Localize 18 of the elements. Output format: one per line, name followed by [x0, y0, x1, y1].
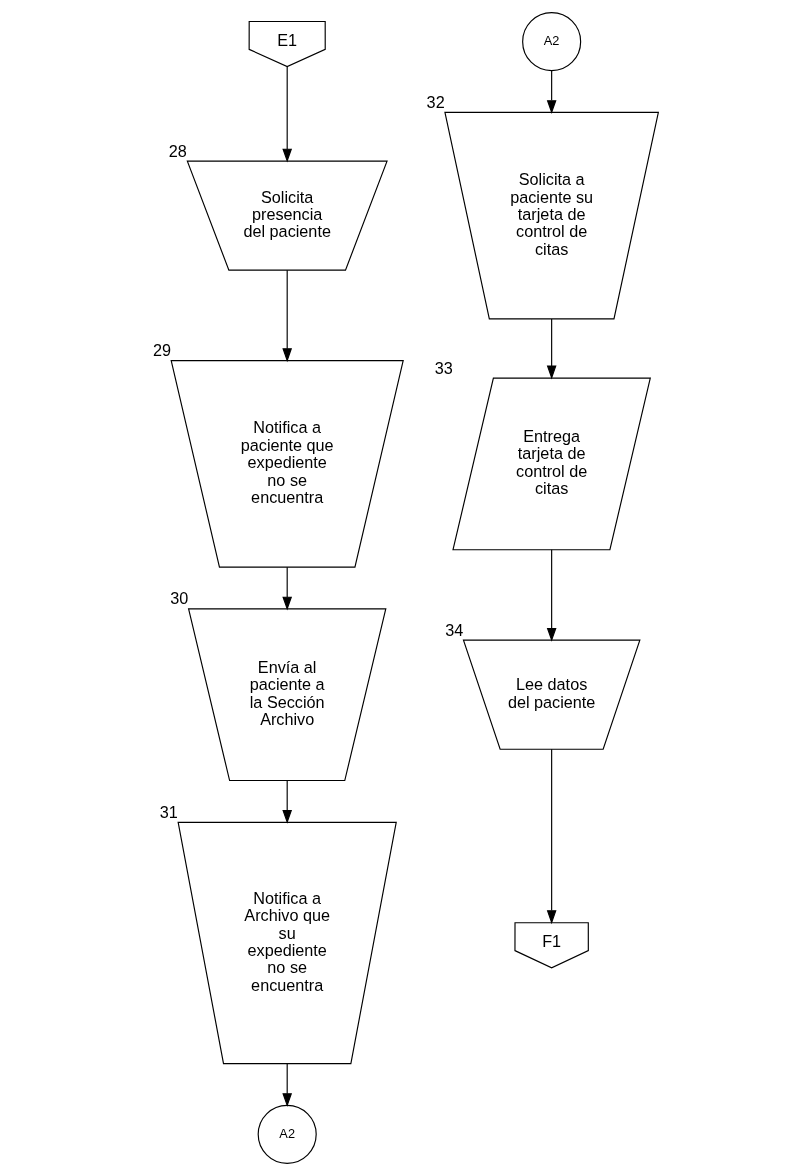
arrow — [546, 549, 557, 642]
arrow — [282, 566, 293, 611]
node-label: 32 — [426, 93, 445, 112]
node-label: 33 — [434, 358, 453, 377]
node-label: 34 — [445, 620, 464, 639]
node-label: 31 — [159, 802, 178, 821]
arrow — [546, 70, 557, 115]
node-label: 30 — [170, 589, 189, 608]
node-circle: A2 — [522, 12, 582, 72]
node-label: 28 — [168, 141, 187, 160]
node-circle: A2 — [257, 1104, 317, 1164]
arrow — [546, 318, 557, 380]
arrow — [282, 1063, 293, 1108]
arrow — [546, 748, 557, 925]
arrow — [282, 780, 293, 824]
node-label: 29 — [152, 341, 171, 360]
arrow — [282, 66, 293, 163]
arrow — [282, 269, 293, 363]
